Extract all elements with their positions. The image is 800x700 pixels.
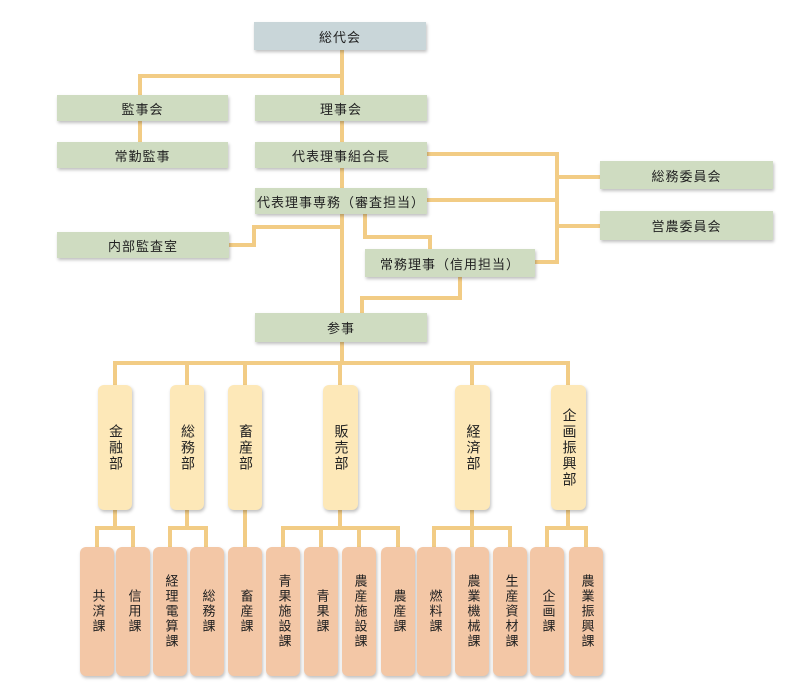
dept-hanbai-box: 販売部 — [323, 385, 358, 510]
rijikai-box: 理事会 — [255, 95, 427, 121]
naibu-kansa-box: 内部監査室 — [57, 232, 229, 258]
somu-iinkai-box: 総務委員会 — [600, 161, 773, 189]
jomu-box: 常務理事（信用担当） — [365, 249, 535, 277]
section-keiri-densan-box: 経理電算課 — [153, 547, 187, 676]
dept-keizai-box: 経済部 — [455, 385, 490, 510]
section-kikaku-box: 企画課 — [530, 547, 564, 676]
section-kyosai-box: 共済課 — [80, 547, 114, 676]
section-nenryo-box: 燃料課 — [417, 547, 451, 676]
senmu-box: 代表理事専務（審査担当） — [255, 188, 427, 214]
section-chikusan-box: 畜産課 — [228, 547, 262, 676]
kumiaicho-box: 代表理事組合長 — [255, 142, 427, 168]
section-nosan-box: 農産課 — [381, 547, 415, 676]
sanji-box: 参事 — [255, 313, 427, 342]
dept-chikusan-box: 畜産部 — [228, 385, 262, 510]
section-seika-box: 青果課 — [304, 547, 338, 676]
section-somu-box: 総務課 — [190, 547, 224, 676]
dept-somu-box: 総務部 — [170, 385, 204, 510]
jokin-kanji-box: 常勤監事 — [57, 142, 228, 168]
section-nogyo-kikai-box: 農業機械課 — [455, 547, 489, 676]
section-seisan-shizai-box: 生産資材課 — [493, 547, 527, 676]
sodaikai-box: 総代会 — [254, 22, 426, 50]
einou-iinkai-box: 営農委員会 — [600, 211, 773, 240]
section-shinyo-box: 信用課 — [116, 547, 150, 676]
dept-kinyu-box: 金融部 — [98, 385, 132, 510]
section-nogyo-shinko-box: 農業振興課 — [569, 547, 603, 676]
dept-kikaku-shinko-box: 企画振興部 — [551, 385, 586, 510]
section-seika-shisetsu-box: 青果施設課 — [266, 547, 300, 676]
section-nosan-shisetsu-box: 農産施設課 — [342, 547, 376, 676]
kanjikai-box: 監事会 — [57, 95, 228, 121]
